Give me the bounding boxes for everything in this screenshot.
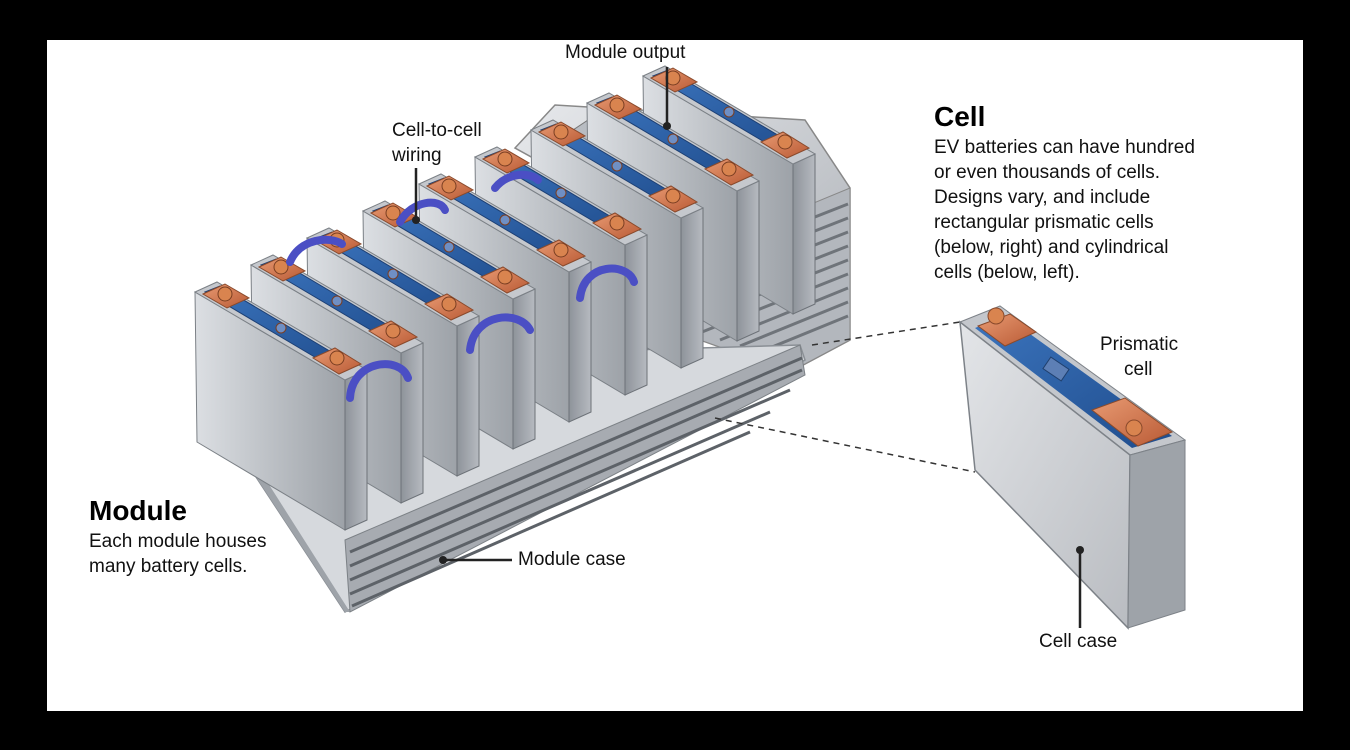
cell-side-face (736, 180, 760, 342)
prismatic-label-line1: Prismatic (1100, 334, 1179, 355)
cell-side-face (680, 207, 704, 369)
cell-terminal-post (329, 350, 345, 366)
cell-terminal-post (441, 178, 457, 194)
battery-cell (193, 281, 369, 531)
cell-center-bolt (275, 322, 287, 334)
cell-terminal-post (777, 134, 793, 150)
module-cells (193, 65, 817, 531)
cell-description: EV batteries can have hundred or even th… (934, 135, 1195, 285)
cell-center-bolt (443, 241, 455, 253)
cell-side-face (512, 288, 536, 450)
cell-terminal-post (385, 205, 401, 221)
cell-description-line: Designs vary, and include (934, 187, 1151, 208)
zoom-leader-lines (714, 321, 976, 473)
cell-description-line: rectangular prismatic cells (934, 212, 1154, 233)
cell-terminal-post (217, 286, 233, 302)
cell-terminal-post (609, 215, 625, 231)
cell-center-bolt (499, 214, 511, 226)
cell-center-bolt (723, 106, 735, 118)
cell-case-label: Cell case (1039, 631, 1118, 652)
cell-heading: Cell (934, 101, 986, 132)
cell-terminal-post (721, 161, 737, 177)
prismatic-cell (959, 305, 1187, 630)
cell-terminal-post (553, 124, 569, 140)
cell-terminal-post (273, 259, 289, 275)
cell-description-line: EV batteries can have hundred (934, 137, 1195, 158)
cell-terminal-post (497, 151, 513, 167)
tray-fins (349, 356, 803, 608)
cell-center-bolt (667, 133, 679, 145)
module-description-line: many battery cells. (89, 556, 248, 577)
cell-terminal-post (665, 188, 681, 204)
label-leaders (414, 67, 1082, 628)
module-case-label: Module case (518, 549, 626, 570)
cell-terminal-post (553, 242, 569, 258)
cell-terminal-post (385, 323, 401, 339)
cell-terminal-post (441, 296, 457, 312)
cell-side-face (792, 153, 816, 315)
cell-center-bolt (555, 187, 567, 199)
cell-description-line: (below, right) and cylindrical (934, 237, 1169, 258)
cell-description-line: cells (below, left). (934, 262, 1080, 283)
cell-description-line: or even thousands of cells. (934, 162, 1161, 183)
module-description: Each module houses many battery cells. (89, 529, 266, 579)
cell-to-cell-wiring (286, 170, 638, 402)
cell-side-face (624, 234, 648, 396)
cell-terminal-post (497, 269, 513, 285)
module-output-label: Module output (565, 42, 686, 63)
module-description-line: Each module houses (89, 531, 267, 552)
wiring-label-line2: wiring (392, 145, 442, 166)
wiring-label-line1: Cell-to-cell (392, 120, 482, 141)
cell-center-bolt (387, 268, 399, 280)
cell-center-bolt (331, 295, 343, 307)
cell-center-bolt (611, 160, 623, 172)
prismatic-label-line2: cell (1124, 359, 1153, 380)
cell-terminal-post (609, 97, 625, 113)
module-heading: Module (89, 495, 187, 526)
